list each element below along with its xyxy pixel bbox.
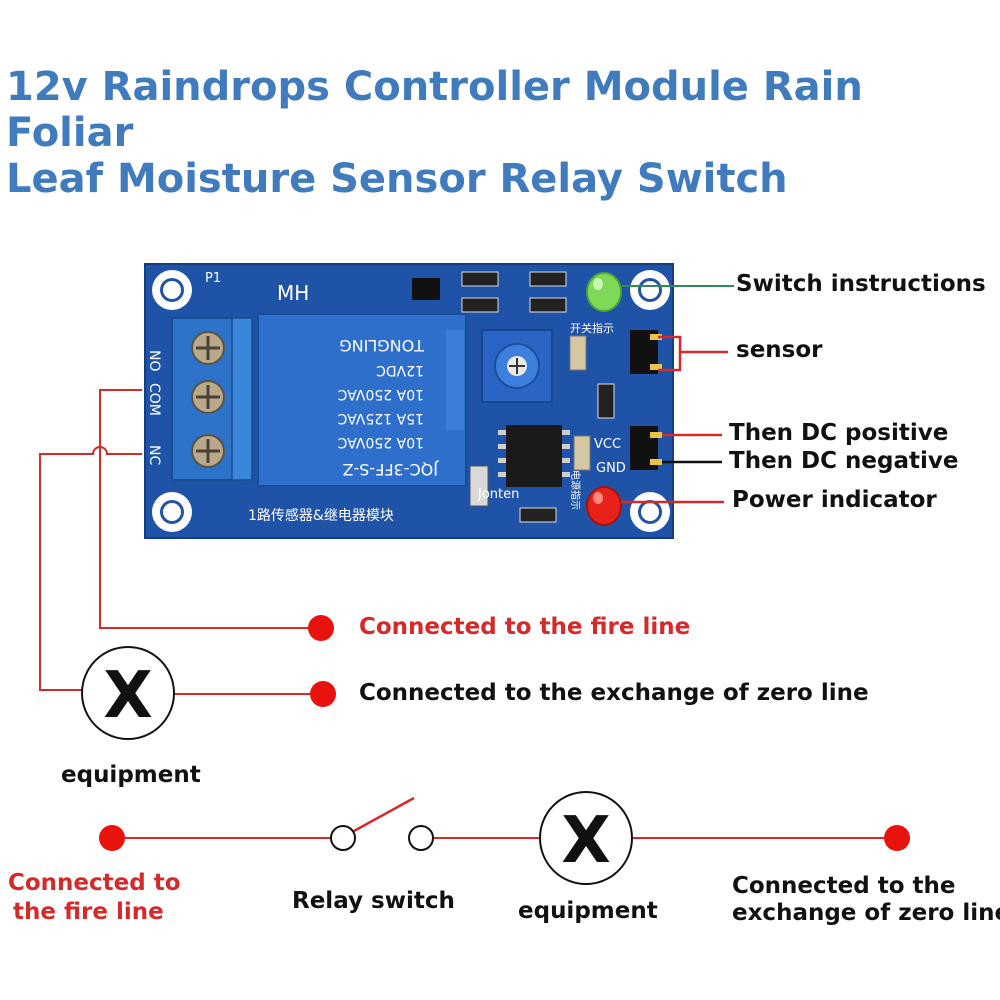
relay-model: JQC-3FF-S-Z <box>342 460 439 479</box>
power-pin-header <box>630 426 662 470</box>
potentiometer <box>481 329 553 403</box>
screw-icon <box>191 434 225 468</box>
com-to-fire-wire <box>99 389 320 629</box>
relay-rating-1: 10A 250VAC <box>337 434 424 450</box>
smd-components <box>412 271 615 523</box>
label-dc-negative: Then DC negative <box>729 448 959 474</box>
equipment-symbol-icon: X <box>81 646 175 740</box>
sensor-pin-header <box>630 330 662 374</box>
title-line-2: Leaf Moisture Sensor Relay Switch <box>6 156 788 202</box>
fire-line-terminal <box>308 615 334 641</box>
label-sensor: sensor <box>736 337 823 363</box>
fire-line-dot <box>99 825 125 851</box>
terminal-label-no: NO <box>146 350 162 372</box>
screw-terminal-block <box>171 317 253 481</box>
zero-line-dot <box>884 825 910 851</box>
terminal-label-nc: NC <box>146 445 162 465</box>
green-led-icon <box>586 272 622 312</box>
terminal-label-com: COM <box>146 383 162 416</box>
label-switch-instructions: Switch instructions <box>736 271 986 297</box>
label-dc-positive: Then DC positive <box>729 420 949 446</box>
pcb-label-mh: MH <box>277 281 309 305</box>
nc-to-equipment-wire <box>39 446 142 691</box>
ic-chip <box>498 425 570 487</box>
callout-lines <box>621 285 734 504</box>
pin-label-gnd: GND <box>596 461 626 476</box>
relay-module-board: P1 MH NO COM NC <box>144 263 674 539</box>
label-bottom-zero-line-2: exchange of zero line <box>732 900 1000 926</box>
label-zero-line: Connected to the exchange of zero line <box>359 680 869 706</box>
equipment-x-mark: X <box>561 804 610 878</box>
relay-brand: TONGLING <box>339 336 425 355</box>
screw-icon <box>191 380 225 414</box>
equipment-x-mark: X <box>103 659 152 733</box>
switch-indicator-label: 开关指示 <box>570 321 614 335</box>
label-equipment: equipment <box>61 762 201 788</box>
red-led-icon <box>586 486 622 526</box>
label-bottom-equipment: equipment <box>518 898 658 924</box>
pin-label-vcc: VCC <box>594 437 621 452</box>
page-title: 12v Raindrops Controller Module Rain Fol… <box>6 64 996 202</box>
label-fire-line: Connected to the fire line <box>359 614 691 640</box>
bottom-circuit: X <box>99 791 910 885</box>
label-bottom-fire-line-1: Connected to <box>8 870 181 896</box>
label-bottom-zero-line-1: Connected to the <box>732 873 956 899</box>
label-bottom-fire-line-2: the fire line <box>13 899 164 925</box>
module-name-label: 1路传感器&继电器模块 <box>248 507 394 524</box>
screw-icon <box>191 331 225 365</box>
relay-coil: 12VDC <box>376 362 424 378</box>
pcb-label-p1: P1 <box>205 271 221 286</box>
brand-watermark: Jonten <box>477 487 519 502</box>
title-line-1: 12v Raindrops Controller Module Rain Fol… <box>6 64 863 156</box>
equipment-symbol-icon: X <box>539 791 633 885</box>
power-indicator-label: 电源指示 <box>569 470 582 510</box>
relay-rating-2: 15A 125VAC <box>337 410 424 426</box>
zero-line-terminal <box>310 681 336 707</box>
module-wiring: X <box>39 389 336 740</box>
sensor-bracket <box>658 335 682 372</box>
relay-switch-icon <box>330 796 434 851</box>
relay-rating-3: 10A 250VAC <box>337 386 424 402</box>
label-power-indicator: Power indicator <box>732 487 937 513</box>
relay-component: JQC-3FF-S-Z 10A 250VAC 15A 125VAC 10A 25… <box>257 313 467 487</box>
label-relay-switch: Relay switch <box>292 888 455 914</box>
